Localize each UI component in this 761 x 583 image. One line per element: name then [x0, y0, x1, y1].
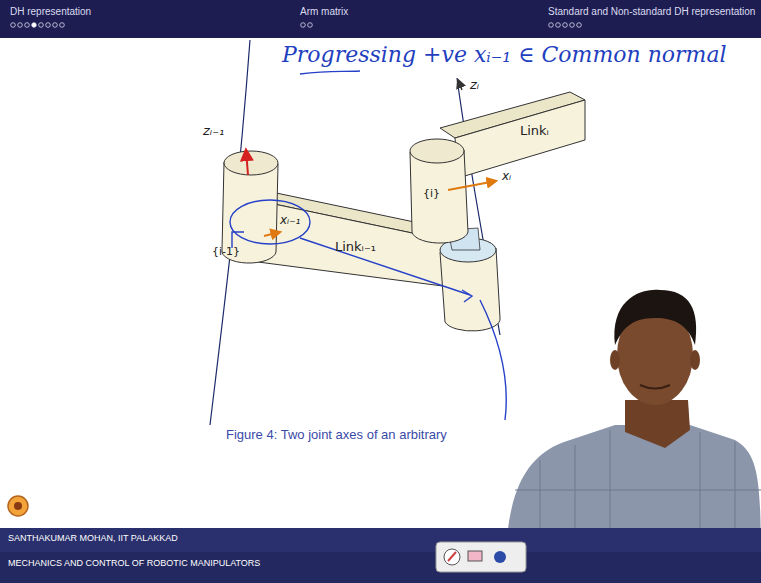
figure-caption: Figure 4: Two joint axes of an arbitrary — [226, 428, 447, 443]
joint-cylinder — [410, 139, 468, 243]
section-title: Arm matrix — [300, 6, 348, 18]
section-title: DH representation — [10, 6, 91, 18]
x-axis-arrow — [448, 181, 496, 190]
frame-label: {i-1} — [212, 246, 240, 259]
pen-annotation — [230, 71, 506, 420]
footer-bar — [0, 528, 761, 583]
frame-label: {i} — [423, 188, 440, 201]
header-bar — [0, 0, 761, 38]
axis-label: xᵢ — [502, 170, 511, 184]
z-axis-arrow — [458, 80, 462, 90]
pen-toolbar — [436, 542, 526, 572]
axis-label: xᵢ₋₁ — [280, 214, 300, 228]
axis-label: zᵢ — [470, 78, 479, 93]
progress-dots — [11, 23, 582, 28]
joint-cylinder — [440, 238, 500, 331]
handwritten-note: Progressing +ve xᵢ₋₁ ∈ Common normal — [282, 42, 727, 67]
link-label: Linkᵢ₋₁ — [335, 240, 376, 255]
nptel-logo — [8, 496, 28, 516]
author-line: SANTHAKUMAR MOHAN, IIT PALAKKAD — [8, 533, 178, 543]
z-axis-arrow — [246, 150, 248, 175]
section-title: Standard and Non-standard DH representat… — [548, 6, 755, 18]
x-axis-arrow — [264, 232, 280, 236]
footer-bar — [0, 528, 761, 552]
axis-label: zᵢ₋₁ — [203, 124, 224, 139]
course-line: MECHANICS AND CONTROL OF ROBOTIC MANIPUL… — [8, 558, 260, 568]
link-label: Linkᵢ — [520, 124, 549, 139]
